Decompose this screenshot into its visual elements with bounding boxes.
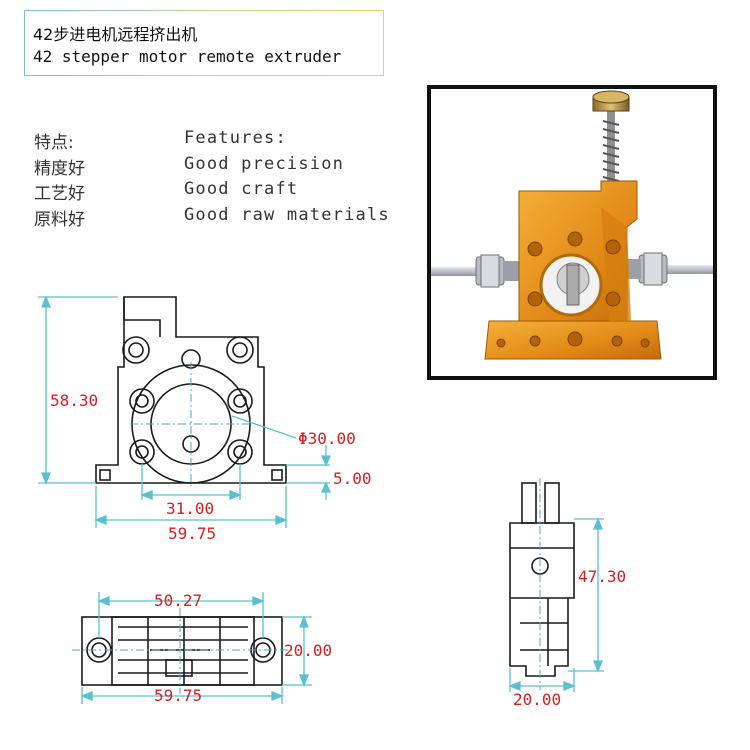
side-view: [509, 482, 575, 677]
dim-height: 58.30: [50, 391, 98, 410]
feature-craft-cn: 工艺好: [34, 184, 85, 204]
feature-materials-en: Good raw materials: [184, 205, 390, 225]
feature-materials-cn: 原料好: [34, 210, 85, 230]
dim-top-hole-spacing: 50.27: [154, 591, 202, 610]
title-chinese: 42步进电机远程挤出机: [33, 25, 198, 44]
feature-craft-en: Good craft: [184, 179, 299, 199]
left-tube: [431, 267, 491, 276]
features-label-cn: 特点:: [34, 133, 74, 153]
dim-top-width: 59.75: [154, 686, 202, 705]
product-photo: [427, 85, 717, 380]
feature-precision-cn: 精度好: [34, 159, 85, 179]
extruder-photo-illustration: [431, 90, 713, 360]
right-tube: [656, 265, 713, 274]
feature-precision-en: Good precision: [184, 154, 345, 174]
dim-top-depth: 20.00: [284, 641, 332, 660]
left-fitting: [475, 254, 519, 288]
dim-side-width: 20.00: [513, 690, 561, 709]
title-english: 42 stepper motor remote extruder: [33, 47, 342, 66]
dim-diameter: Φ30.00: [298, 429, 356, 448]
features-label-en: Features:: [184, 128, 287, 148]
dim-side-height: 47.30: [578, 567, 626, 586]
dim-base-thickness: 5.00: [333, 469, 372, 488]
top-view: [81, 616, 283, 686]
title-box: 42步进电机远程挤出机 42 stepper motor remote extr…: [24, 10, 384, 76]
dim-hole-spacing: 31.00: [166, 499, 214, 518]
dim-front-width: 59.75: [168, 524, 216, 543]
tension-screw: [607, 99, 615, 199]
